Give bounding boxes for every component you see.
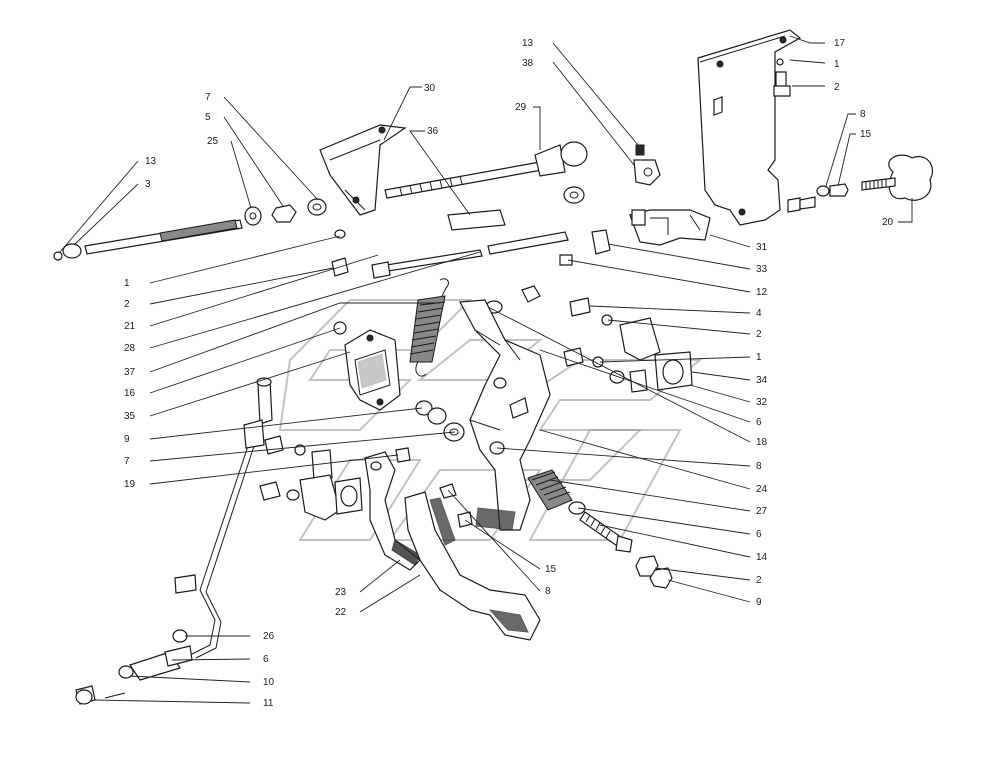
callout-5: 5 — [205, 112, 211, 123]
bracket-hole — [716, 60, 724, 68]
callout-36: 36 — [427, 126, 439, 137]
leader-lines — [59, 35, 913, 704]
callout-38: 38 — [522, 58, 534, 69]
callout-34: 34 — [756, 375, 768, 386]
callout-8: 8 — [756, 461, 762, 472]
callout-2: 2 — [834, 82, 840, 93]
callout-25: 25 — [207, 136, 219, 147]
callout-6: 6 — [263, 654, 269, 665]
throttle-rod — [75, 377, 273, 705]
callout-19: 19 — [124, 479, 136, 490]
callout-2: 2 — [124, 299, 130, 310]
spring — [409, 278, 449, 377]
callout-33: 33 — [756, 264, 768, 275]
callout-37: 37 — [124, 367, 136, 378]
callout-6: 6 — [756, 529, 762, 540]
callout-1: 1 — [124, 278, 130, 289]
callout-23: 23 — [335, 587, 347, 598]
callout-27: 27 — [756, 506, 768, 517]
callout-32: 32 — [756, 397, 768, 408]
knob — [861, 154, 933, 201]
callout-7: 7 — [124, 456, 130, 467]
callout-13: 13 — [145, 156, 157, 167]
callout-15: 15 — [860, 129, 872, 140]
central-lever — [459, 299, 551, 531]
callout-8: 8 — [860, 109, 866, 120]
callout-16: 16 — [124, 388, 136, 399]
callout-18: 18 — [756, 437, 768, 448]
bracket-plate — [697, 29, 802, 226]
callout-2: 2 — [756, 329, 762, 340]
housing — [344, 329, 401, 411]
callouts: 13 38 17 1 2 30 7 5 36 29 25 8 15 13 3 2… — [124, 38, 894, 709]
callout-21: 21 — [124, 321, 136, 332]
callout-4: 4 — [756, 308, 762, 319]
callout-14: 14 — [756, 552, 768, 563]
pedal — [404, 491, 541, 641]
upper-bracket — [319, 124, 407, 216]
callout-17: 17 — [834, 38, 846, 49]
callout-29: 29 — [515, 102, 527, 113]
callout-22: 22 — [335, 607, 347, 618]
callout-24: 24 — [756, 484, 768, 495]
callout-35: 35 — [124, 411, 136, 422]
bracket-hole — [738, 208, 746, 216]
callout-30: 30 — [424, 83, 436, 94]
callout-31: 31 — [756, 242, 768, 253]
callout-1: 1 — [834, 59, 840, 70]
callout-8: 8 — [545, 586, 551, 597]
callout-13: 13 — [522, 38, 534, 49]
callout-7: 7 — [205, 92, 211, 103]
callout-15: 15 — [545, 564, 557, 575]
callout-11: 11 — [263, 698, 274, 709]
callout-10: 10 — [263, 677, 275, 688]
callout-9: 9 — [756, 597, 762, 608]
parts — [53, 29, 933, 705]
callout-9: 9 — [124, 434, 130, 445]
callout-6: 6 — [756, 417, 762, 428]
callout-20: 20 — [882, 217, 894, 228]
callout-1: 1 — [756, 352, 762, 363]
callout-26: 26 — [263, 631, 275, 642]
callout-28: 28 — [124, 343, 136, 354]
callout-3: 3 — [145, 179, 151, 190]
callout-2: 2 — [756, 575, 762, 586]
bracket-hole — [779, 36, 787, 44]
callout-12: 12 — [756, 287, 768, 298]
